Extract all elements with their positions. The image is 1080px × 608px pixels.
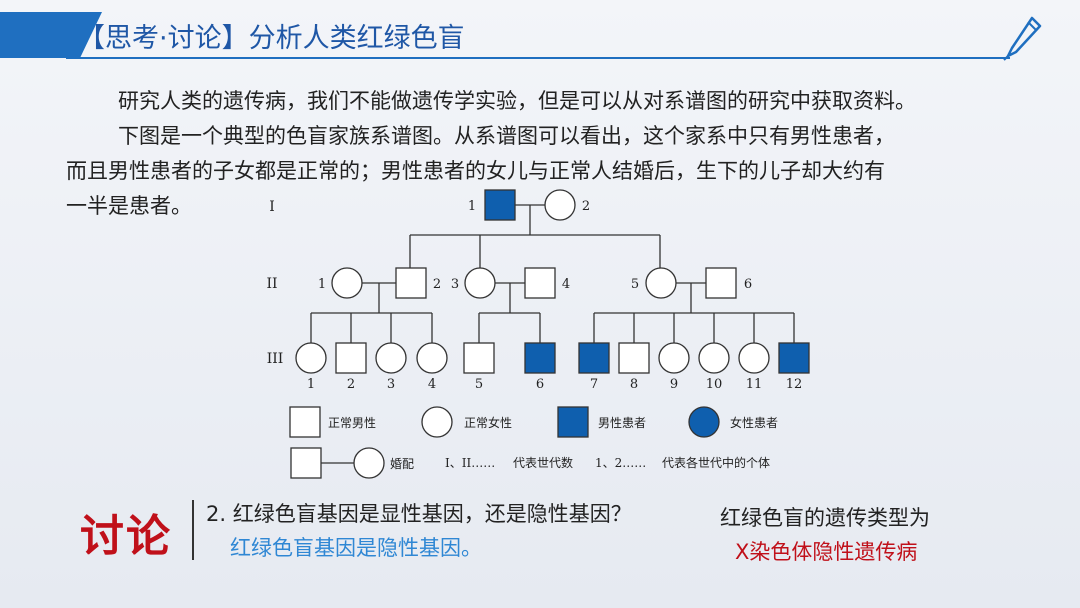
individual-III-5 [463,342,495,374]
individual-label-III-10: 10 [706,377,723,392]
legend-affected-male-label: 男性患者 [598,416,646,430]
header-underline [66,57,1010,59]
individual-label-III-12: 12 [786,377,803,392]
individual-II-1 [331,267,363,299]
individual-label-II-2: 2 [433,277,441,292]
legend-affected-female-label: 女性患者 [730,415,778,430]
legend-generation-symbols: I、II…… [445,456,495,470]
individual-III-9 [658,342,690,374]
individual-label-III-9: 9 [670,377,678,392]
individual-label-II-3: 3 [451,277,459,292]
generation-label-I: I [269,199,275,215]
paragraph-intro: 研究人类的遗传病，我们不能做遗传学实验，但是可以从对系谱图的研究中获取资料。 [118,89,916,113]
individual-label-III-2: 2 [347,377,355,392]
header-band [0,12,102,58]
individual-label-III-1: 1 [307,377,315,392]
individual-III-11 [738,342,770,374]
individual-label-II-6: 6 [744,277,752,292]
individual-III-7 [578,342,610,374]
page-title: 【思考·讨论】分析人类红绿色盲 [78,23,465,54]
legend-affected-female-symbol [688,406,720,438]
discussion-question: 2. 红绿色盲基因是显性基因，还是隐性基因？ [206,502,632,526]
individual-label-II-1: 1 [318,277,326,292]
individual-label-II-5: 5 [631,277,639,292]
individual-label-III-11: 11 [746,377,763,392]
individual-label-III-3: 3 [387,377,395,392]
individual-label-III-4: 4 [428,377,436,392]
individual-label-II-4: 4 [562,277,570,292]
individual-label-III-5: 5 [475,377,483,392]
paragraph-body-line-1: 下图是一个典型的色盲家族系谱图。从系谱图可以看出，这个家系中只有男性患者， [118,124,895,148]
individual-label-I-1: 1 [468,199,476,214]
legend-number-meaning: 代表各世代中的个体 [662,455,770,470]
inheritance-type-prompt: 红绿色盲的遗传类型为 [720,506,930,530]
legend-marriage-male-symbol [290,447,322,479]
legend-affected-male-symbol [557,406,589,438]
individual-II-5 [645,267,677,299]
individual-III-6 [524,342,556,374]
individual-label-III-7: 7 [590,377,598,392]
legend-normal-female-symbol [421,406,453,438]
legend-marriage-female-symbol [353,447,385,479]
individual-III-10 [698,342,730,374]
individual-I-1 [484,189,516,221]
individual-label-I-2: 2 [582,199,590,214]
paragraph-body-line-3: 一半是患者。 [66,194,192,218]
individual-III-8 [618,342,650,374]
paragraph-body-line-2: 而且男性患者的子女都是正常的；男性患者的女儿与正常人结婚后，生下的儿子却大约有 [66,159,885,183]
individual-label-III-6: 6 [536,377,544,392]
individual-III-1 [295,342,327,374]
individual-III-2 [335,342,367,374]
discussion-answer: 红绿色盲基因是隐性基因。 [230,536,482,560]
discussion-divider [192,500,194,560]
individual-label-III-8: 8 [630,377,638,392]
individual-II-4 [524,267,556,299]
legend-normal-female-label: 正常女性 [464,415,512,430]
legend-normal-male-symbol [289,406,321,438]
generation-label-III: III [267,351,284,367]
legend-number-symbols: 1、2…… [595,456,646,470]
discussion-label: 讨论 [80,511,172,562]
individual-III-12 [778,342,810,374]
inheritance-type-answer: X染色体隐性遗传病 [735,540,918,564]
individual-II-3 [464,267,496,299]
individual-II-2 [395,267,427,299]
individual-I-2 [544,189,576,221]
individual-II-6 [705,267,737,299]
individual-III-4 [416,342,448,374]
pen-icon [1003,16,1042,61]
legend-normal-male-label: 正常男性 [328,416,376,430]
legend-generation-meaning: 代表世代数 [513,455,573,470]
individual-III-3 [375,342,407,374]
generation-label-II: II [266,276,277,292]
legend-marriage-label: 婚配 [390,457,414,471]
